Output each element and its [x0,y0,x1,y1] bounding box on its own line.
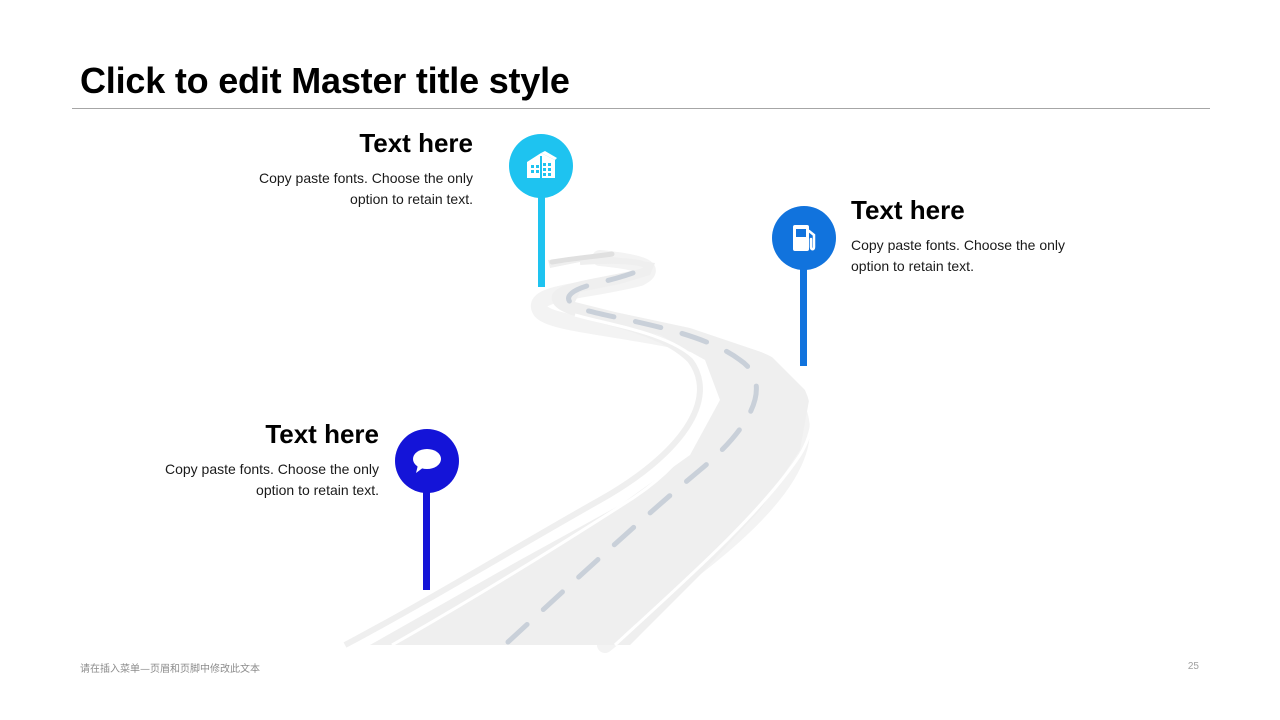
milestone-3-heading[interactable]: Text here [265,419,379,449]
milestone-3-body-line2: option to retain text. [256,482,379,498]
milestone-1-body-line2: option to retain text. [350,191,473,207]
milestone-2-pin-stem [800,262,807,366]
fuel-pump-icon [793,225,816,251]
milestone-3-pin-stem [423,485,430,590]
milestone-1-pin-stem [538,190,545,287]
milestone-2-text: Text here Copy paste fonts. Choose the o… [851,195,1191,277]
slide-title[interactable]: Click to edit Master title style [80,60,570,101]
milestone-2-body[interactable]: Copy paste fonts. Choose the only option … [851,235,1191,277]
footer-text[interactable]: 请在插入菜单—页眉和页脚中修改此文本 [80,664,260,675]
title-divider [72,108,1210,109]
milestone-3-pin-head[interactable] [395,429,459,493]
speech-bubble-icon [413,449,441,473]
milestone-1-body-line1: Copy paste fonts. Choose the only [258,170,473,186]
milestone-2-pin-head[interactable] [772,206,836,270]
milestone-3-text: Text here Copy paste fonts. Choose the o… [39,419,379,501]
milestone-3-body-line1: Copy paste fonts. Choose the only [164,461,379,477]
building-icon [527,151,557,178]
milestone-2-body-line1: Copy paste fonts. Choose the only [851,237,1066,253]
milestone-2-heading[interactable]: Text here [851,195,965,225]
milestone-1-text: Text here Copy paste fonts. Choose the o… [133,128,473,210]
milestone-3-body[interactable]: Copy paste fonts. Choose the only option … [39,459,379,501]
milestone-1-pin-head[interactable] [509,134,573,198]
milestone-1-heading[interactable]: Text here [359,128,473,158]
milestone-2-body-line2: option to retain text. [851,258,974,274]
page-number: 25 [1187,661,1199,672]
milestone-1-body[interactable]: Copy paste fonts. Choose the only option … [133,168,473,210]
